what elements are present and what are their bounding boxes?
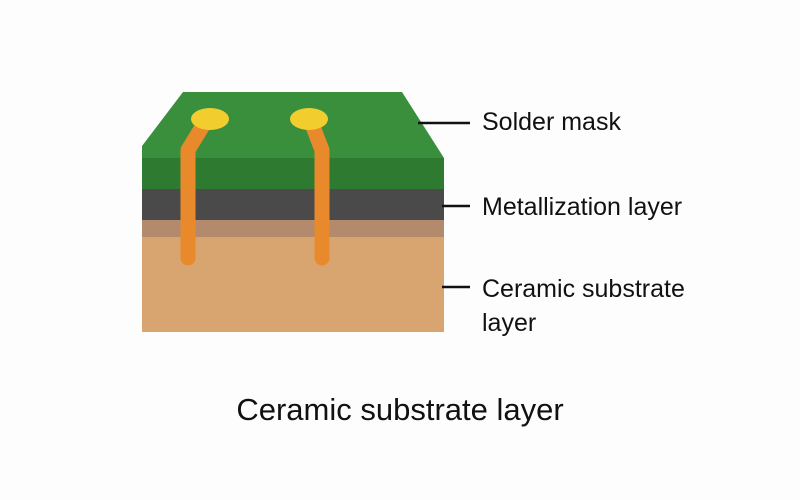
diagram-caption: Ceramic substrate layer	[236, 392, 564, 427]
metallization-layer-label: Metallization layer	[482, 193, 683, 221]
interface-band	[142, 219, 444, 237]
solder-mask-label: Solder mask	[482, 108, 621, 136]
ceramic-substrate-label: Ceramic substrate layer	[482, 275, 685, 337]
via-left	[180, 111, 215, 266]
pad-left	[191, 108, 229, 130]
solder-mask-top	[142, 92, 444, 158]
pad-right	[290, 108, 328, 130]
